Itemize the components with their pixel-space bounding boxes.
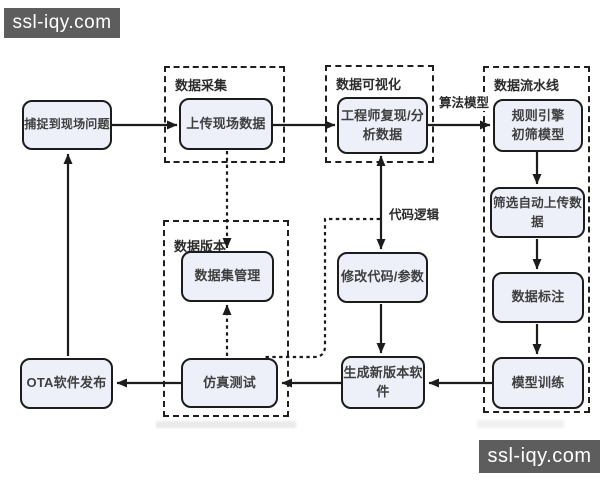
group-label-data-collection: 数据采集 (175, 78, 228, 93)
dashed-link-code-logic-to-simulation (263, 217, 380, 359)
group-data-collection: 数据采集 (164, 66, 285, 163)
node-dataset-mgmt: 数据集管理 (181, 251, 274, 302)
node-rule-engine: 规则引擎 初筛模型 (493, 99, 583, 152)
group-data-pipeline: 数据流水线 (483, 66, 590, 413)
node-filter-upload: 筛选自动上传数 据 (490, 187, 585, 238)
node-simulation-test: 仿真测试 (181, 358, 278, 408)
artifact-band (156, 421, 296, 428)
group-label-data-pipeline: 数据流水线 (494, 78, 560, 93)
node-modify-code: 修改代码/参数 (337, 252, 428, 303)
group-label-data-version: 数据版本 (174, 239, 227, 254)
node-engineer-analyze: 工程师复现/分 析数据 (337, 97, 428, 154)
watermark-top-left: ssl-iqy.com (4, 8, 120, 38)
node-model-training: 模型训练 (492, 357, 584, 409)
node-upload-data: 上传现场数据 (179, 98, 273, 150)
edge-label-algorithm-model: 算法模型 (437, 92, 492, 111)
edge-label-code-logic: 代码逻辑 (387, 204, 442, 223)
watermark-bottom-right: ssl-iqy.com (479, 440, 600, 473)
node-ota-release: OTA软件发布 (20, 358, 113, 409)
node-capture-issue: 捕捉到现场问题 (22, 100, 112, 150)
group-label-data-visualization: 数据可视化 (336, 77, 402, 92)
artifact-band (477, 420, 564, 428)
node-gen-new-version: 生成新版本软 件 (341, 356, 425, 409)
node-data-annotation: 数据标注 (492, 272, 584, 323)
